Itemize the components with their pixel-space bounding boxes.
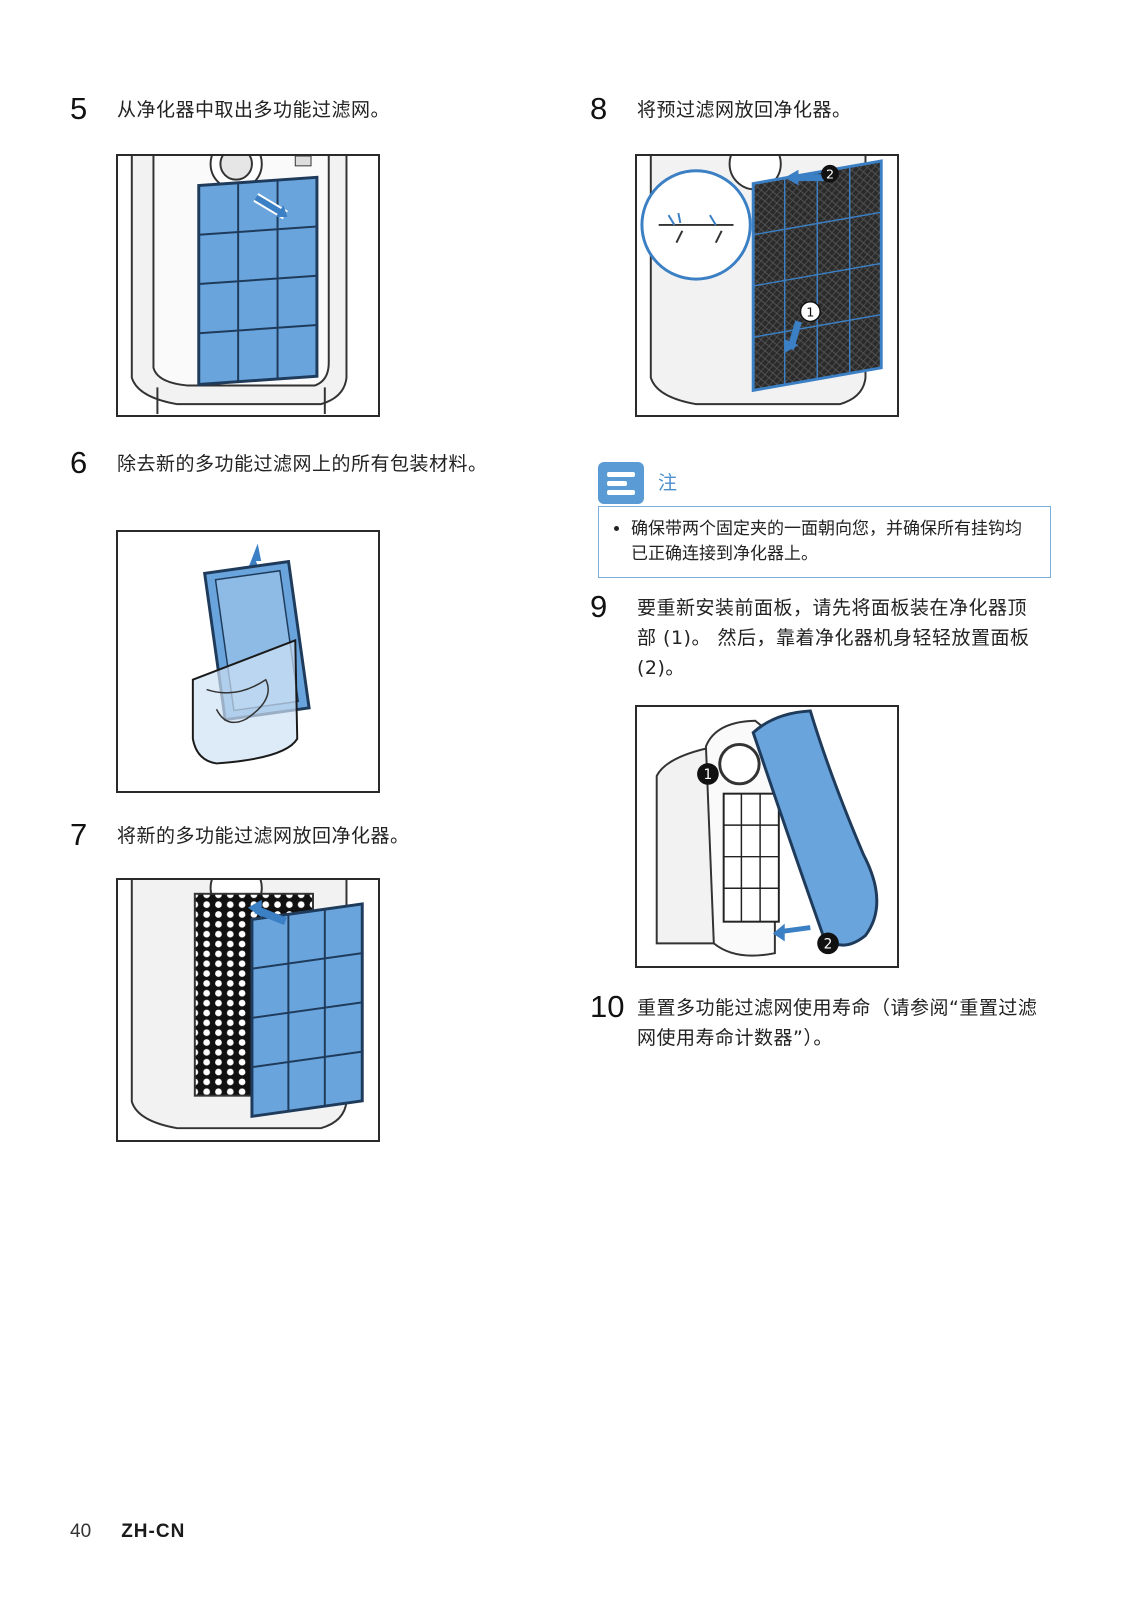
step-text: 将新的多功能过滤网放回净化器。 [117, 825, 410, 847]
step-number: 7 [70, 817, 88, 852]
illustration-unpack-filter [191, 540, 311, 765]
page-footer: 40 ZH-CN [70, 1520, 185, 1543]
step-text: 将预过滤网放回净化器。 [637, 99, 852, 121]
illustration-front-panel: 1 2 [655, 709, 879, 957]
callout-2: 2 [826, 168, 834, 183]
step-text: 除去新的多功能过滤网上的所有包装材料。 [117, 453, 488, 475]
step-number: 10 [590, 989, 625, 1024]
step-number: 9 [590, 589, 608, 624]
figure-remove-filter [116, 154, 380, 417]
note-section: 注 确保带两个固定夹的一面朝向您，并确保所有挂钩均已正确连接到净化器上。 [598, 462, 1051, 578]
language-code: ZH-CN [121, 1521, 186, 1542]
figure-front-panel: 1 2 [635, 705, 899, 968]
note-body: 确保带两个固定夹的一面朝向您，并确保所有挂钩均已正确连接到净化器上。 [598, 506, 1051, 578]
note-icon [598, 462, 644, 504]
callout-1: 1 [806, 306, 814, 321]
callout-1: 1 [704, 767, 713, 783]
step-number: 8 [590, 91, 608, 126]
figure-prefilter: 2 1 [635, 154, 899, 417]
page-number: 40 [70, 1521, 92, 1542]
step-text: 重置多功能过滤网使用寿命（请参阅“重置过滤网使用寿命计数器”）。 [637, 997, 1038, 1049]
figure-insert-filter [116, 878, 380, 1142]
figure-unpack-filter [116, 530, 380, 793]
step-text: 从净化器中取出多功能过滤网。 [117, 99, 391, 121]
illustration-remove-filter [130, 156, 348, 415]
step-number: 6 [70, 445, 88, 480]
step-number: 5 [70, 91, 88, 126]
step-text: 要重新安装前面板，请先将面板装在净化器顶部 (1)。 然后，靠着净化器机身轻轻放… [637, 597, 1030, 679]
note-header: 注 [598, 462, 1051, 506]
callout-2: 2 [824, 936, 833, 952]
illustration-prefilter: 2 1 [640, 156, 883, 406]
note-title: 注 [658, 472, 678, 494]
illustration-insert-filter [130, 880, 364, 1130]
note-item: 确保带两个固定夹的一面朝向您，并确保所有挂钩均已正确连接到净化器上。 [631, 517, 1038, 567]
